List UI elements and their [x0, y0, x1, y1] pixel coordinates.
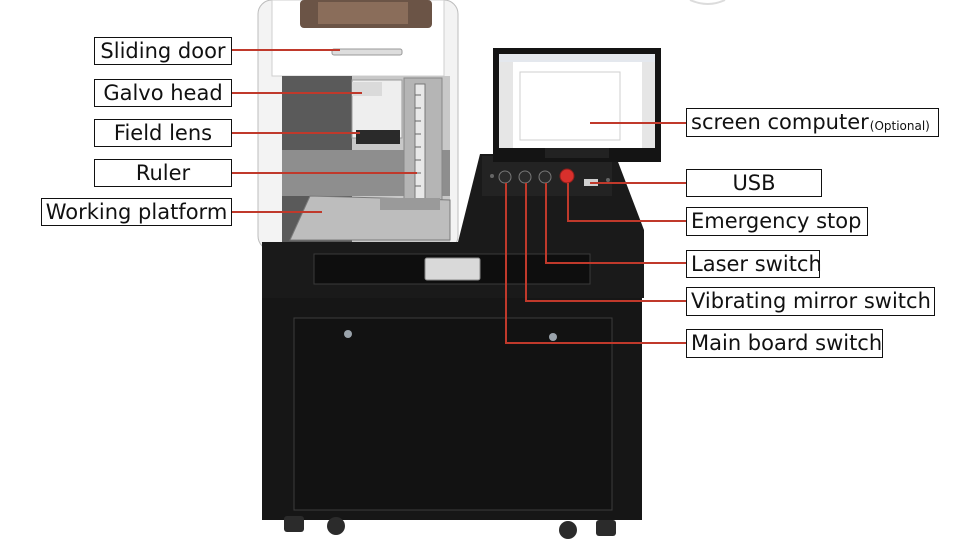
leader-working-platform	[232, 211, 322, 213]
label-galvo-head-text: Galvo head	[103, 80, 223, 105]
leader-emergency-stop-v	[567, 183, 569, 221]
leader-galvo-head	[232, 92, 362, 94]
label-sliding-door-text: Sliding door	[100, 38, 226, 63]
label-main-board-switch-text: Main board switch	[691, 331, 883, 355]
leader-field-lens	[232, 132, 360, 134]
leader-vibrating-mirror-switch-h	[525, 300, 686, 302]
label-laser-switch-text: Laser switch	[691, 251, 822, 276]
leader-main-board-switch-v	[505, 183, 507, 343]
label-usb-text: USB	[732, 170, 776, 195]
label-vibrating-mirror-switch-text: Vibrating mirror switch	[691, 289, 931, 313]
label-vibrating-mirror-switch: Vibrating mirror switch	[686, 287, 935, 316]
label-ruler-text: Ruler	[135, 160, 191, 185]
label-sliding-door: Sliding door	[94, 37, 232, 65]
label-ruler: Ruler	[94, 159, 232, 187]
leader-laser-switch-v	[545, 183, 547, 263]
leader-vibrating-mirror-switch-v	[525, 183, 527, 301]
control-panel	[490, 168, 610, 186]
field-lens-body	[356, 130, 400, 144]
label-emergency-stop: Emergency stop	[686, 207, 868, 236]
leader-sliding-door	[232, 49, 340, 51]
leader-main-board-switch-h	[505, 342, 686, 344]
leader-ruler	[232, 172, 417, 174]
label-galvo-head: Galvo head	[94, 79, 232, 107]
leader-laser-switch-h	[545, 262, 686, 264]
label-screen-computer: screen computer(Optional)	[686, 108, 939, 137]
leader-screen-computer	[590, 122, 686, 124]
leader-emergency-stop-h	[567, 220, 686, 222]
label-working-platform: Working platform	[41, 198, 232, 226]
cabinet-body	[262, 298, 642, 520]
label-screen-computer-text: screen computer	[691, 110, 869, 134]
label-usb: USB	[686, 169, 822, 197]
leader-usb	[590, 182, 686, 184]
monitor	[493, 48, 661, 162]
galvo-head-body	[351, 79, 403, 139]
casters	[284, 516, 616, 539]
working-platform-body	[289, 195, 451, 241]
label-field-lens-text: Field lens	[113, 120, 213, 145]
label-laser-switch: Laser switch	[686, 250, 822, 278]
label-field-lens: Field lens	[94, 119, 232, 147]
label-emergency-stop-text: Emergency stop	[691, 209, 862, 233]
label-screen-computer-note: (Optional)	[869, 118, 930, 133]
label-working-platform-text: Working platform	[45, 199, 228, 224]
sliding-door-handle	[331, 48, 403, 56]
label-main-board-switch: Main board switch	[686, 329, 883, 358]
